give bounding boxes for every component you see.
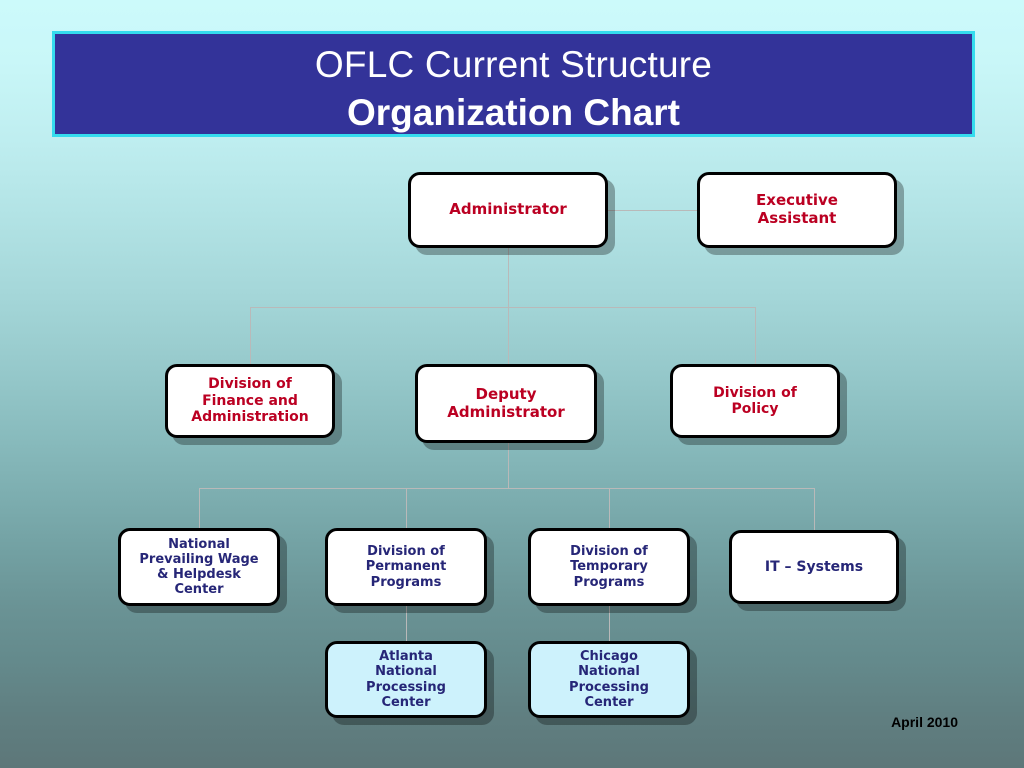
- node-atlanta-national-processing-center[interactable]: Atlanta National Processing Center: [325, 641, 487, 718]
- node-division-of-permanent-programs-label: Division of Permanent Programs: [365, 544, 447, 590]
- connector-permanent-programs-to-atlanta-npc: [406, 605, 407, 641]
- node-division-of-permanent-programs[interactable]: Division of Permanent Programs: [325, 528, 487, 606]
- node-division-of-finance-and-administration-label: Division of Finance and Administration: [191, 376, 309, 426]
- connector-bus-to-division-policy: [755, 307, 756, 364]
- connector-bus-to-npwhc: [199, 488, 200, 528]
- node-it-systems-label: IT – Systems: [764, 558, 864, 575]
- node-division-of-temporary-programs[interactable]: Division of Temporary Programs: [528, 528, 690, 606]
- node-administrator[interactable]: Administrator: [408, 172, 608, 248]
- node-executive-assistant-label: Executive Assistant: [756, 191, 838, 227]
- node-division-of-policy[interactable]: Division of Policy: [670, 364, 840, 438]
- node-deputy-administrator-label: Deputy Administrator: [447, 384, 565, 421]
- connector-deputy-administrator-dropline: [508, 443, 509, 489]
- connector-level3-bus: [199, 488, 814, 489]
- connector-bus-to-permanent-programs: [406, 488, 407, 528]
- connector-administrator-dropline: [508, 248, 509, 308]
- node-division-of-policy-label: Division of Policy: [713, 384, 797, 417]
- node-division-of-temporary-programs-label: Division of Temporary Programs: [570, 544, 648, 590]
- connector-level2-bus: [250, 307, 755, 308]
- connector-temporary-programs-to-chicago-npc: [609, 605, 610, 641]
- node-chicago-national-processing-center-label: Chicago National Processing Center: [569, 649, 649, 710]
- connector-bus-to-temporary-programs: [609, 488, 610, 528]
- node-chicago-national-processing-center[interactable]: Chicago National Processing Center: [528, 641, 690, 718]
- connector-bus-to-it-systems: [814, 488, 815, 530]
- title-banner: OFLC Current Structure Organization Char…: [52, 31, 975, 137]
- connector-bus-to-deputy-administrator: [508, 307, 509, 364]
- node-executive-assistant[interactable]: Executive Assistant: [697, 172, 897, 248]
- node-atlanta-national-processing-center-label: Atlanta National Processing Center: [366, 649, 446, 710]
- page-title-line1: OFLC Current Structure: [314, 44, 713, 85]
- node-national-prevailing-wage-and-helpdesk-center-label: National Prevailing Wage & Helpdesk Cent…: [139, 536, 259, 598]
- page-title-line2: Organization Chart: [346, 92, 681, 133]
- node-deputy-administrator[interactable]: Deputy Administrator: [415, 364, 597, 443]
- node-administrator-label: Administrator: [449, 200, 567, 219]
- node-it-systems[interactable]: IT – Systems: [729, 530, 899, 604]
- footer-date: April 2010: [891, 714, 958, 730]
- connector-bus-to-division-finance: [250, 307, 251, 364]
- connector-administrator-executive-assistant: [608, 210, 697, 211]
- node-division-of-finance-and-administration[interactable]: Division of Finance and Administration: [165, 364, 335, 438]
- node-national-prevailing-wage-and-helpdesk-center[interactable]: National Prevailing Wage & Helpdesk Cent…: [118, 528, 280, 606]
